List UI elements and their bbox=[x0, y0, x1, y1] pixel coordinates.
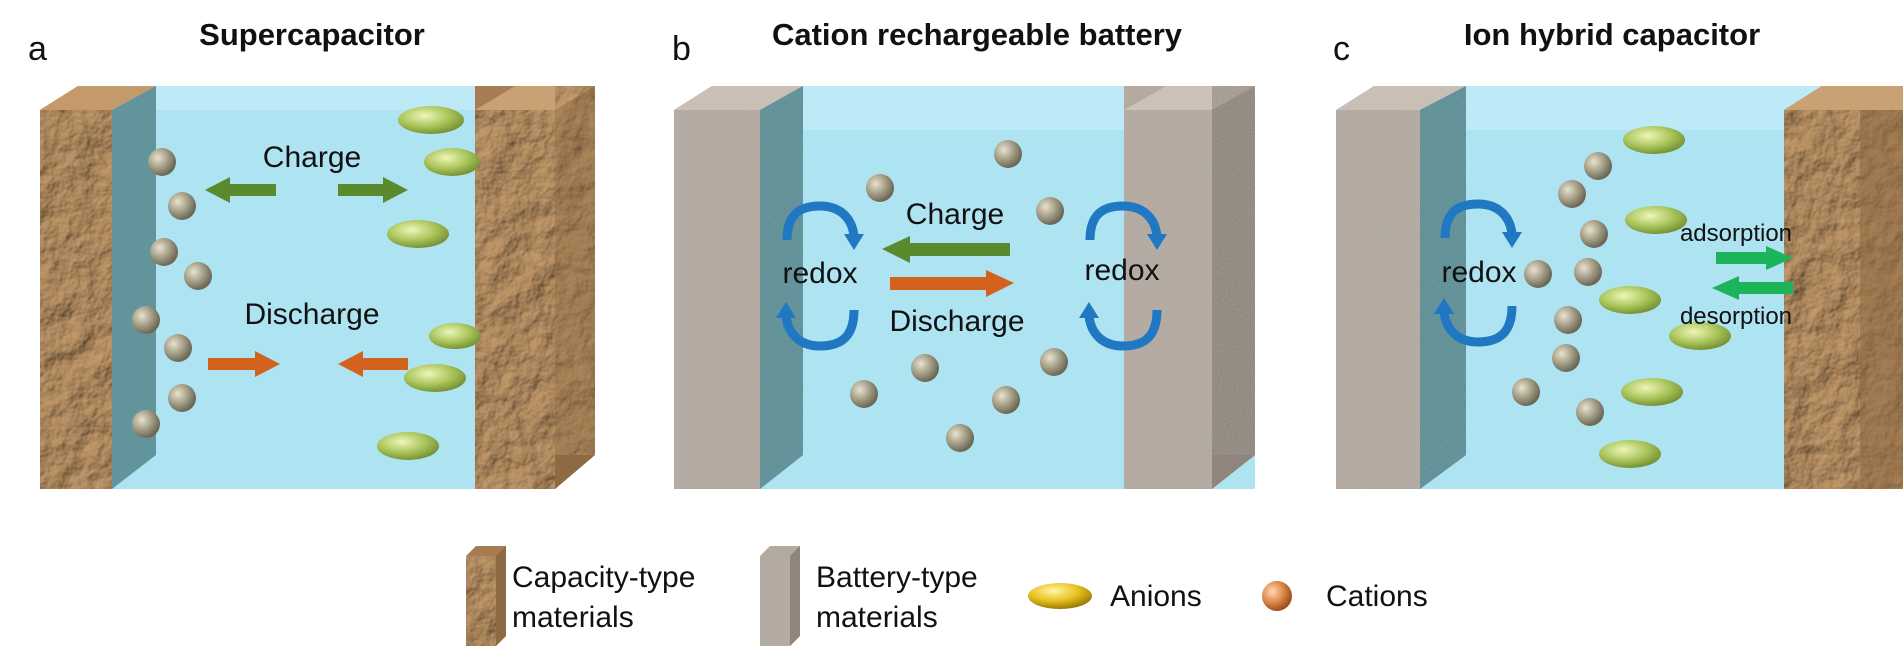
electrolyte bbox=[1420, 86, 1903, 489]
cation bbox=[1576, 398, 1604, 426]
adsorption-arrow bbox=[1716, 246, 1793, 270]
panel-title: Supercapacitor bbox=[199, 17, 425, 52]
charge-arrow-right bbox=[338, 177, 408, 203]
cation bbox=[1552, 344, 1580, 372]
redox-cycle-right: redox bbox=[1079, 201, 1167, 351]
legend-battery-label: Battery-type bbox=[816, 561, 978, 594]
cation bbox=[1584, 152, 1612, 180]
cation bbox=[148, 148, 176, 176]
cation bbox=[1558, 180, 1586, 208]
panel-title: Cation rechargeable battery bbox=[772, 17, 1183, 52]
cation bbox=[946, 424, 974, 452]
desorption-arrow bbox=[1712, 276, 1793, 300]
legend-battery-label: materials bbox=[816, 601, 938, 634]
legend-anions-label: Anions bbox=[1110, 580, 1202, 613]
cation bbox=[150, 238, 178, 266]
anion bbox=[1669, 322, 1731, 350]
legend: Capacity-type materials Battery-type mat… bbox=[466, 546, 1428, 646]
cations bbox=[132, 148, 212, 438]
cation bbox=[168, 192, 196, 220]
panel-title: Ion hybrid capacitor bbox=[1464, 17, 1760, 52]
legend-capacity-label: Capacity-type bbox=[512, 561, 695, 594]
panel-letter: c bbox=[1333, 30, 1350, 68]
legend-anion-swatch bbox=[1028, 583, 1092, 609]
anion bbox=[1621, 378, 1683, 406]
cations bbox=[850, 140, 1068, 452]
discharge-label: Discharge bbox=[889, 305, 1024, 338]
cation bbox=[866, 174, 894, 202]
desorption-label: desorption bbox=[1680, 303, 1792, 330]
legend-capacity-label: materials bbox=[512, 601, 634, 634]
cation bbox=[132, 410, 160, 438]
anion bbox=[1625, 206, 1687, 234]
charge-arrow bbox=[882, 236, 1010, 263]
cation bbox=[1554, 306, 1582, 334]
cations bbox=[1512, 152, 1612, 426]
battery-electrode bbox=[674, 86, 803, 489]
legend-cations-label: Cations bbox=[1326, 580, 1428, 613]
battery-electrode bbox=[1336, 86, 1466, 489]
anion bbox=[1599, 440, 1661, 468]
cation bbox=[911, 354, 939, 382]
discharge-arrow bbox=[890, 270, 1014, 297]
cation bbox=[1580, 220, 1608, 248]
capacity-electrode bbox=[40, 86, 156, 489]
panel-letter: a bbox=[28, 30, 47, 68]
discharge-arrow-left bbox=[338, 351, 408, 377]
cation bbox=[164, 334, 192, 362]
cation bbox=[1036, 197, 1064, 225]
cation bbox=[1040, 348, 1068, 376]
discharge-label: Discharge bbox=[244, 298, 379, 331]
panel-a: a Supercapacitor bbox=[28, 17, 595, 489]
panel-b: b Cation rechargeable battery bbox=[672, 17, 1255, 489]
anion bbox=[398, 106, 464, 134]
panel-letter: b bbox=[672, 30, 691, 68]
redox-label: redox bbox=[782, 257, 857, 290]
charge-label: Charge bbox=[263, 141, 361, 174]
adsorption-label: adsorption bbox=[1680, 220, 1792, 247]
anion bbox=[404, 364, 466, 392]
capacity-electrode bbox=[475, 86, 595, 489]
cation bbox=[994, 140, 1022, 168]
anion bbox=[377, 432, 439, 460]
charge-arrow-left bbox=[205, 177, 276, 203]
legend-battery-swatch bbox=[760, 546, 800, 646]
anions bbox=[377, 106, 481, 460]
anion bbox=[1599, 286, 1661, 314]
cation bbox=[1574, 258, 1602, 286]
redox-cycle: redox bbox=[1434, 199, 1522, 347]
cation bbox=[850, 380, 878, 408]
legend-cation-swatch bbox=[1262, 581, 1292, 611]
cation bbox=[168, 384, 196, 412]
separator-layer bbox=[112, 86, 156, 489]
anion bbox=[424, 148, 480, 176]
anion bbox=[429, 323, 481, 349]
cation bbox=[132, 306, 160, 334]
anions bbox=[1599, 126, 1731, 468]
capacity-electrode bbox=[1784, 86, 1903, 489]
redox-label: redox bbox=[1441, 256, 1516, 289]
discharge-arrow-right bbox=[208, 351, 280, 377]
cation bbox=[184, 262, 212, 290]
battery-electrode bbox=[1124, 86, 1255, 489]
redox-label: redox bbox=[1084, 254, 1159, 287]
anion bbox=[387, 220, 449, 248]
cation bbox=[992, 386, 1020, 414]
cation bbox=[1512, 378, 1540, 406]
redox-cycle-left: redox bbox=[776, 201, 864, 351]
anion bbox=[1623, 126, 1685, 154]
panel-c: c Ion hybrid capacitor redox bbox=[1333, 17, 1903, 489]
legend-capacity-swatch bbox=[466, 546, 506, 646]
cation bbox=[1524, 260, 1552, 288]
charge-label: Charge bbox=[906, 198, 1004, 231]
